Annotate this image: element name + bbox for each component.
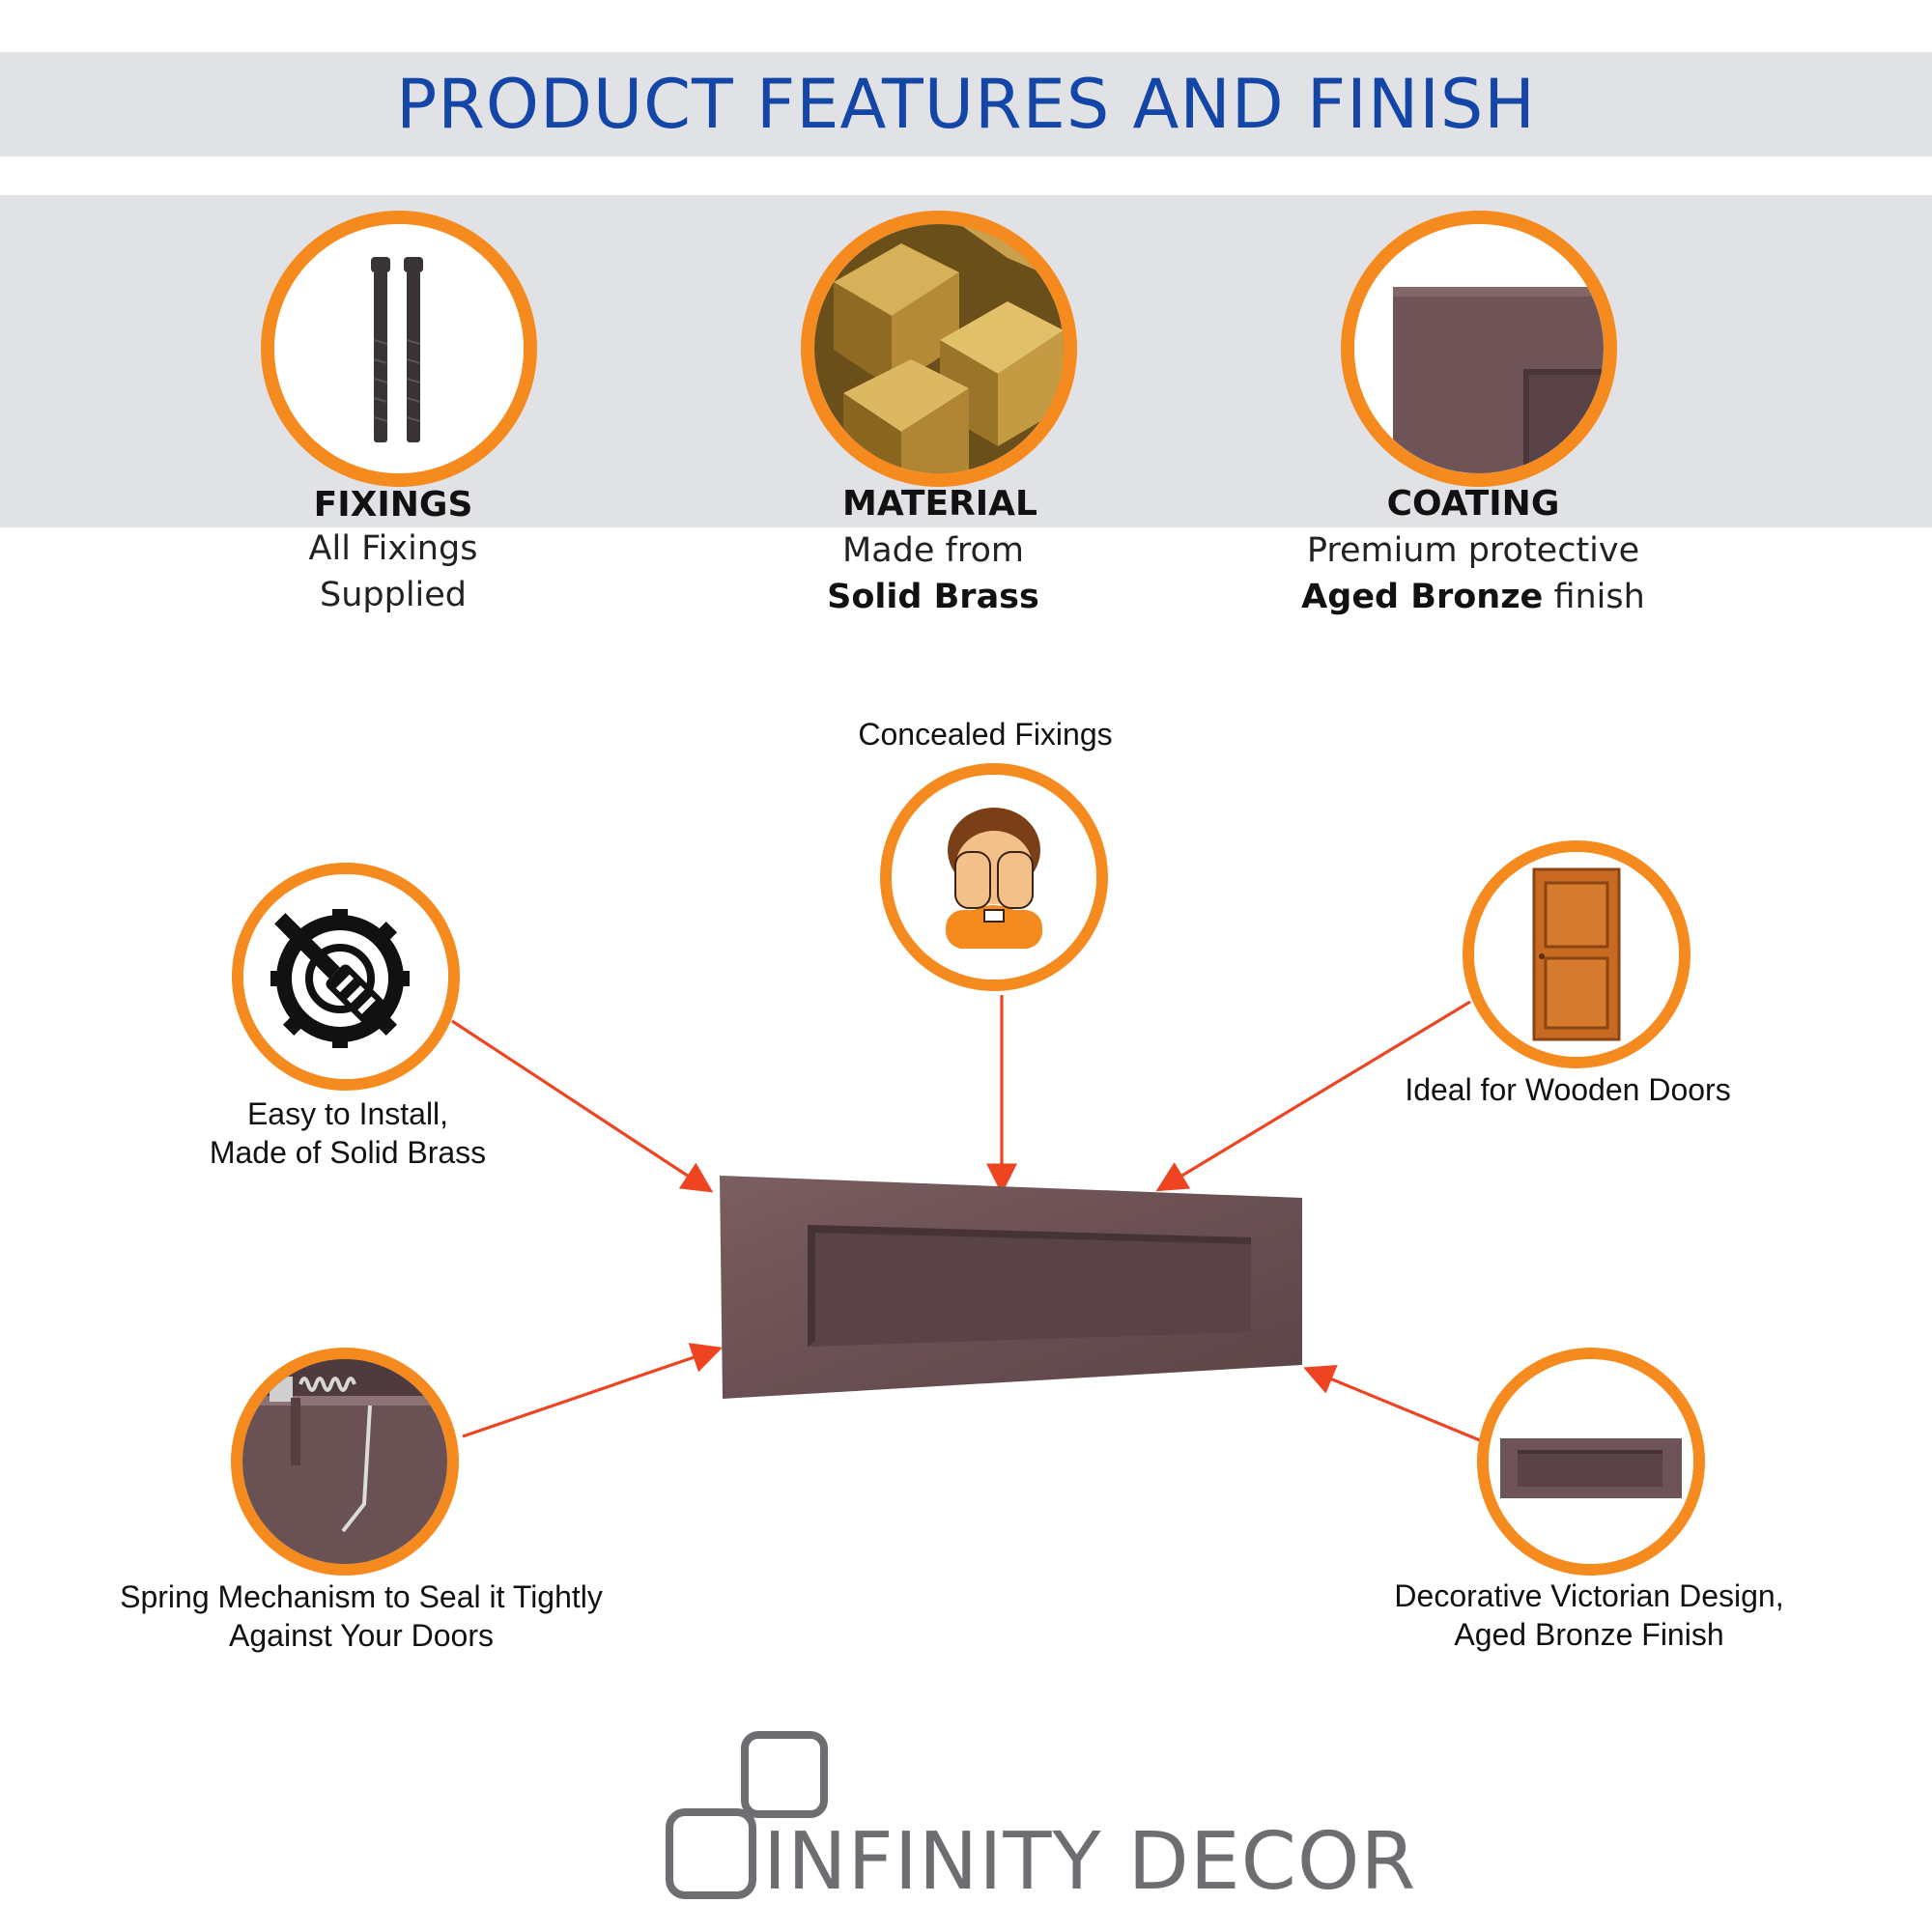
feature-line-fixings-2: Supplied	[319, 576, 468, 614]
brass-blocks-icon	[801, 211, 1077, 487]
feature-material-bold: Solid Brass	[827, 578, 1039, 616]
feature-line-coating-2: Aged Bronze finish	[1164, 578, 1782, 616]
feature-line-material-2: Solid Brass	[624, 578, 1242, 616]
face-covered-icon	[880, 763, 1108, 991]
callout-label-concealed: Concealed Fixings	[858, 717, 1113, 752]
callout-label-victorian-1: Decorative Victorian Design,	[1394, 1578, 1784, 1613]
callout-label-spring-1: Spring Mechanism to Seal it Tightly	[120, 1579, 603, 1614]
letter-plate-icon	[1477, 1348, 1705, 1576]
callout-label-wooden: Ideal for Wooden Doors	[1405, 1072, 1731, 1107]
title-band	[0, 52, 1932, 156]
feature-coating-bold: Aged Bronze	[1301, 578, 1544, 616]
feature-title-fixings: FIXINGS	[313, 485, 473, 525]
brand-name: INFINITY DECOR	[763, 1816, 1417, 1908]
gear-screwdriver-icon	[232, 863, 460, 1091]
callout-label-install-2: Made of Solid Brass	[209, 1135, 487, 1170]
callout-label-spring-2: Against Your Doors	[229, 1618, 494, 1653]
screws-icon	[261, 211, 537, 487]
brand-logo-icon	[666, 1731, 828, 1899]
page-title: PRODUCT FEATURES AND FINISH	[396, 65, 1536, 144]
feature-line-material-1: Made from	[842, 531, 1024, 570]
wooden-door-icon	[1463, 840, 1690, 1068]
callout-label-install-1: Easy to Install,	[246, 1096, 449, 1131]
spring-mechanism-icon	[231, 1348, 459, 1576]
callout-label-victorian-2: Aged Bronze Finish	[1454, 1617, 1724, 1652]
feature-line-coating-1: Premium protective	[1306, 531, 1640, 570]
bronze-swatch-icon	[1341, 211, 1617, 487]
feature-title-material: MATERIAL	[842, 484, 1037, 524]
feature-title-coating: COATING	[1386, 484, 1560, 524]
feature-coating-rest: finish	[1543, 578, 1645, 616]
feature-line-fixings-1: All Fixings	[308, 529, 478, 568]
